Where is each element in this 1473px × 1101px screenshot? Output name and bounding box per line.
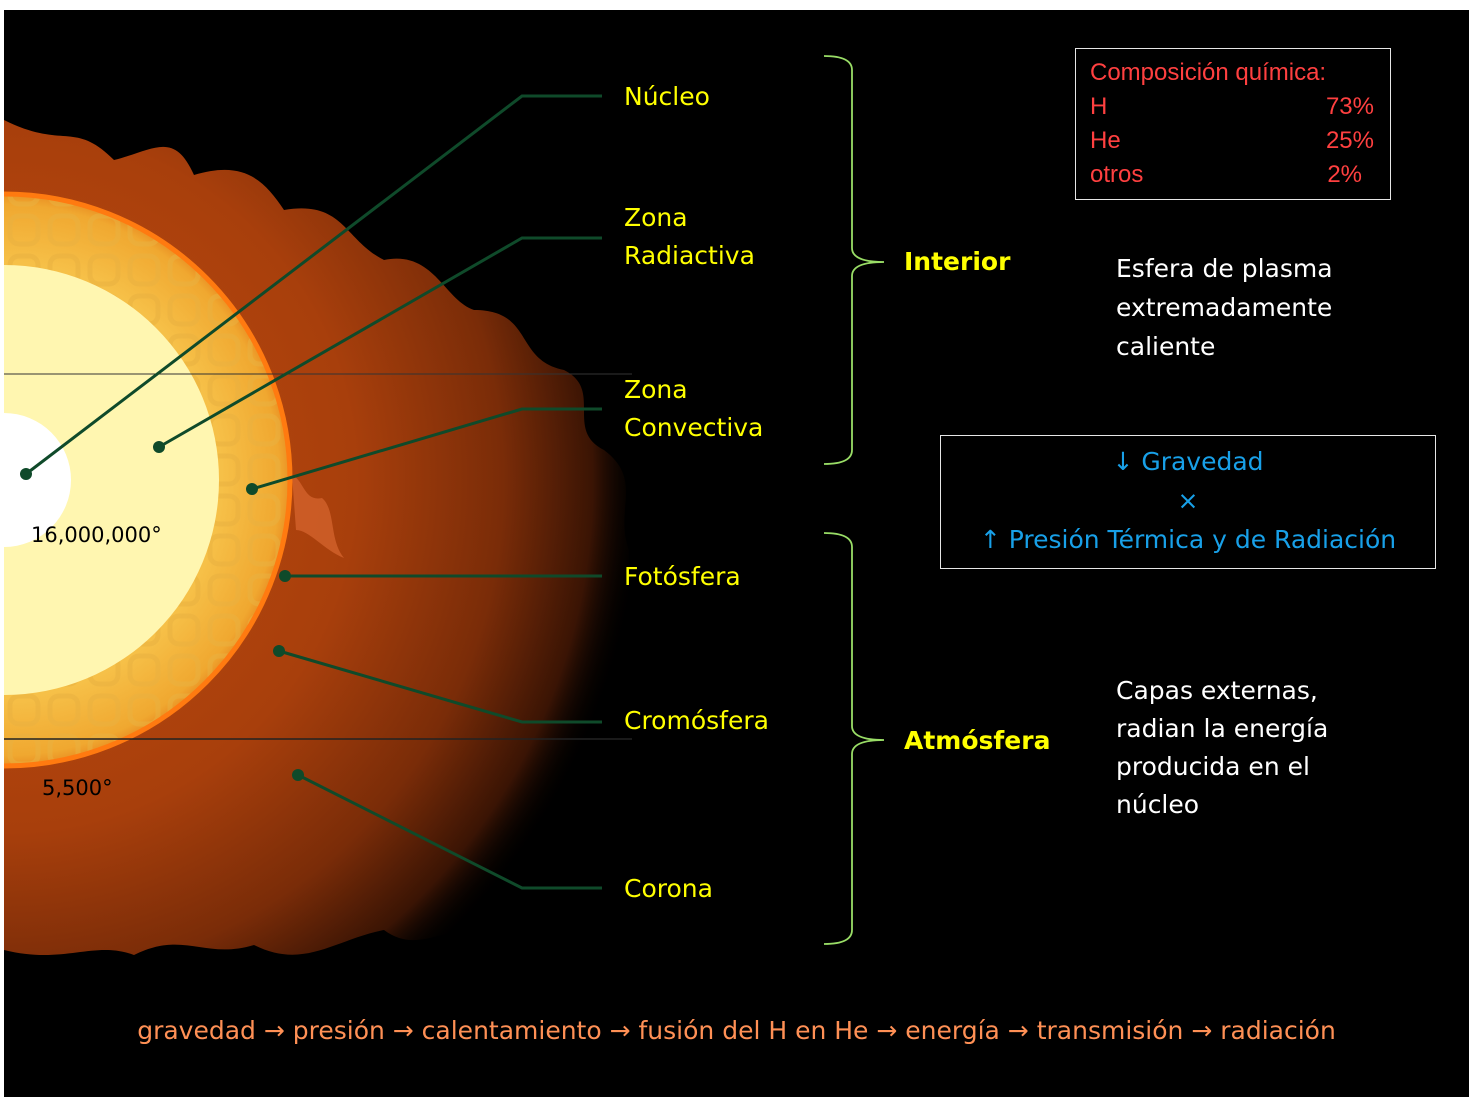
composition-percent: 2% [1327,161,1362,188]
leader-dot-radiactiva [153,441,165,453]
atmosfera-description-3: producida en el [1116,752,1310,781]
label-zona-convectiva-2: Convectiva [624,413,764,442]
composition-element: He [1090,127,1121,154]
label-fotosfera: Fotósfera [624,562,741,591]
composition-row-h: H 73% [1090,90,1374,124]
leader-dot-cromosfera [273,645,285,657]
surface-temperature: 5,500° [42,776,113,800]
prominence [292,475,344,558]
composition-title: Composición química: [1090,59,1327,86]
label-cromosfera: Cromósfera [624,706,769,735]
composition-element: otros [1090,161,1144,188]
leader-dot-nucleo [20,468,32,480]
balance-times: × [1177,486,1199,515]
leader-dot-fotosfera [279,570,291,582]
label-zona-convectiva-1: Zona [624,375,688,404]
label-zona-radiactiva-2: Radiactiva [624,241,755,270]
group-atmosfera: Atmósfera [904,726,1051,755]
leader-lines [25,94,602,890]
atmosfera-description-2: radian la energía [1116,714,1329,743]
photosphere-rim [4,191,293,769]
atmosfera-description-1: Capas externas, [1116,676,1318,705]
composition-element: H [1090,93,1108,120]
composition-row-he: He 25% [1090,124,1374,158]
composition-row-otros: otros 2% [1090,158,1374,192]
slide: 16,000,000° 5,500° Núcleo Zona Radiactiv… [4,10,1469,1097]
leader-dot-convectiva [246,483,258,495]
atmosfera-description-4: núcleo [1116,790,1200,819]
sun-illustration [4,55,885,955]
process-chain: gravedad → presión → calentamiento → fus… [137,1016,1336,1045]
interior-description-1: Esfera de plasma [1116,254,1333,283]
group-interior: Interior [904,247,1011,276]
interior-description-2: extremadamente [1116,293,1333,322]
interior-brace [823,55,885,465]
atmosfera-brace [823,532,885,945]
leader-dot-corona [292,769,304,781]
label-zona-radiactiva-1: Zona [624,203,688,232]
composition-percent: 73% [1325,93,1374,120]
radiative-zone [4,265,219,695]
interior-description-3: caliente [1116,332,1216,361]
balance-pressure: ↑ Presión Térmica y de Radiación [979,525,1397,554]
balance-box: ↓ Gravedad × ↑ Presión Térmica y de Radi… [940,435,1436,569]
label-corona: Corona [624,874,713,903]
core [4,413,71,547]
balance-gravity: ↓ Gravedad [1112,447,1264,476]
composition-box: Composición química: H 73% He 25% otros … [1075,48,1391,200]
composition-percent: 25% [1325,127,1374,154]
core-temperature: 16,000,000° [31,523,162,547]
label-nucleo: Núcleo [624,82,710,111]
